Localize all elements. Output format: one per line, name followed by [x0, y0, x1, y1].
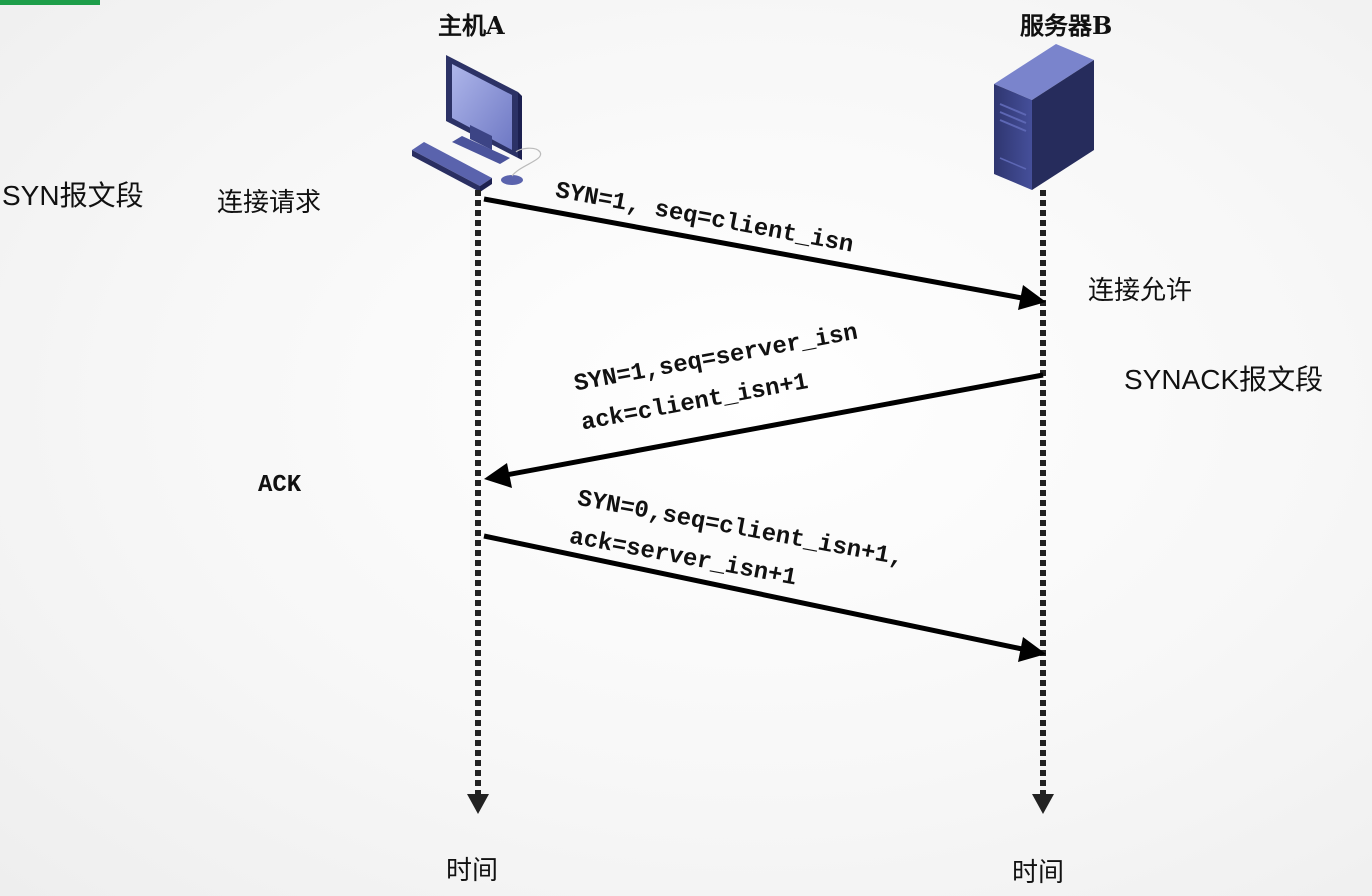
- connection-request-label: 连接请求: [217, 188, 322, 218]
- ack-label: ACK: [258, 472, 302, 499]
- accent-bar: [0, 0, 100, 5]
- connection-granted-label: 连接允许: [1088, 276, 1193, 306]
- server-b-title: 服务器B: [1020, 11, 1113, 40]
- timeline-server-b: [1032, 190, 1054, 814]
- message-arrow-syn: [483, 196, 1046, 310]
- host-a-time-label: 时间: [446, 856, 499, 886]
- timeline-host-a: [467, 190, 489, 814]
- desktop-computer-icon: [412, 55, 542, 192]
- timeline-server-b-arrowhead: [1032, 794, 1054, 814]
- server-b-time-label: 时间: [1012, 858, 1065, 888]
- message-arrow-ack: [483, 533, 1046, 662]
- syn-segment-label: SYN报文段: [2, 180, 144, 211]
- message-arrow-synack: [484, 372, 1044, 488]
- synack-segment-label: SYNACK报文段: [1124, 364, 1324, 395]
- host-a-title: 主机A: [438, 11, 505, 40]
- server-tower-icon: [994, 44, 1094, 190]
- timeline-host-a-arrowhead: [467, 794, 489, 814]
